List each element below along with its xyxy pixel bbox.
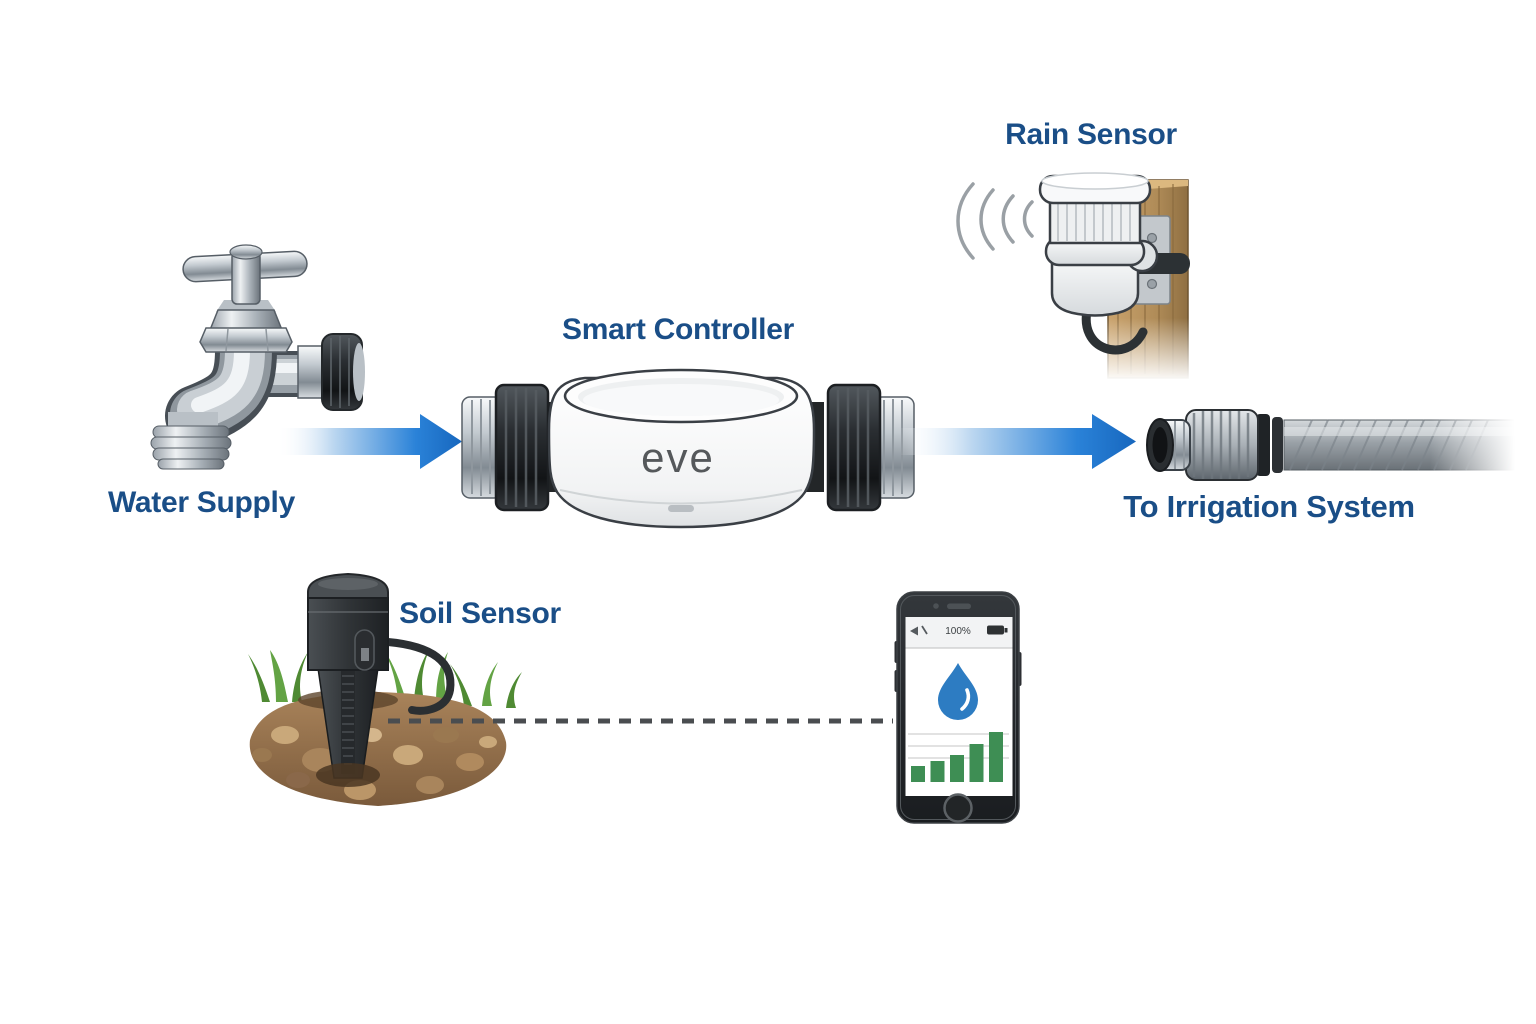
- moisture-bar: [950, 755, 964, 782]
- soil-sensor-cable: [384, 638, 455, 715]
- controller-right-connector: [806, 383, 915, 512]
- faucet-hose-coupling: [297, 333, 365, 411]
- faucet-spout-threads: [150, 412, 232, 470]
- water-supply-label: Water Supply: [108, 486, 295, 519]
- moisture-bar: [969, 744, 984, 782]
- moisture-bar: [989, 732, 1003, 782]
- smart-controller-illustration: eve: [461, 368, 915, 529]
- water-faucet-illustration: [150, 244, 365, 470]
- battery-percent-text: 100%: [945, 626, 971, 637]
- home-button: [943, 793, 973, 823]
- soil-mound: [249, 692, 507, 806]
- battery-icon: [987, 625, 1004, 635]
- flow-arrow-controller-to-irrigation: [901, 414, 1136, 469]
- flow-arrow-supply-to-controller: [278, 414, 462, 469]
- phone-illustration: 100%: [894, 591, 1022, 824]
- rain-sensor-label: Rain Sensor: [1005, 118, 1177, 151]
- controller-led: [668, 505, 694, 512]
- status-slash-icon: [921, 625, 928, 635]
- rain-sensor-illustration: [956, 172, 1194, 382]
- eve-logo-text: eve: [641, 434, 715, 481]
- to-irrigation-label: To Irrigation System: [1123, 489, 1415, 524]
- soil-sensor-illustration: [248, 572, 522, 806]
- moisture-bar: [911, 766, 925, 782]
- signal-icon: [910, 626, 918, 636]
- smart-controller-label: Smart Controller: [562, 313, 794, 346]
- controller-left-connector: [461, 383, 558, 512]
- camera-dot: [933, 603, 939, 609]
- phone-bar-chart: [911, 732, 1003, 782]
- radio-waves-icon: [956, 182, 1034, 260]
- grass-tufts: [248, 648, 522, 708]
- moisture-bar: [930, 761, 945, 782]
- rain-sensor-cable: [1081, 301, 1148, 355]
- irrigation-hose-illustration: [1146, 409, 1536, 481]
- water-drop-icon: [938, 663, 978, 720]
- soil-sensor-label: Soil Sensor: [399, 597, 561, 630]
- speaker-slot: [947, 603, 971, 609]
- soil-pebbles: [252, 726, 497, 800]
